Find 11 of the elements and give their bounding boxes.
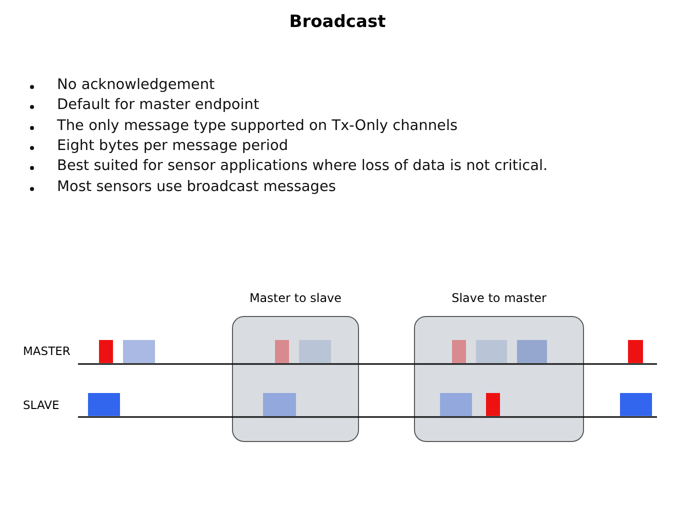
bullet-text: Best suited for sensor applications where loss of data is not critical. [57,158,548,174]
bullet-text: Most sensors use broadcast messages [57,178,336,194]
bullet-text: Eight bytes per message period [57,138,288,154]
phase-heading: Master to slave [248,291,343,305]
bullet-text: Default for master endpoint [57,97,260,114]
bullet-text: No acknowledgement [57,77,215,93]
lane-label: MASTER [23,344,70,358]
bullet-text: The only message type supported on Tx-Only channels [57,118,458,134]
lane-label: SLAVE [23,398,60,412]
phase-heading: Slave to master [450,291,548,305]
slide-title: Broadcast [288,12,387,32]
